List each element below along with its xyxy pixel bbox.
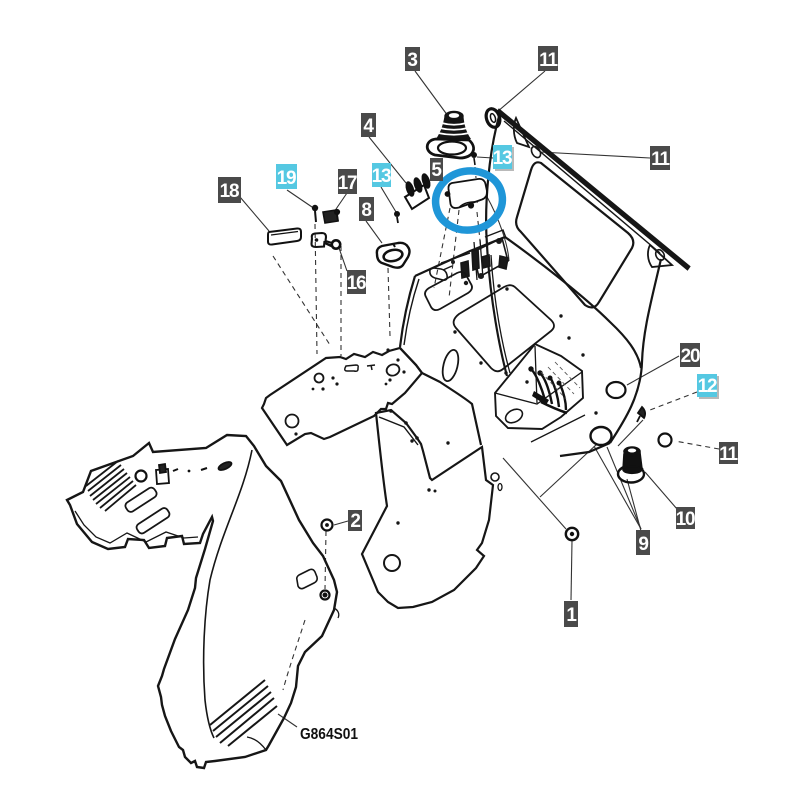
svg-text:10: 10	[676, 509, 695, 530]
svg-text:3: 3	[407, 50, 417, 71]
svg-text:13: 13	[493, 148, 512, 169]
svg-text:19: 19	[277, 168, 296, 189]
svg-text:4: 4	[363, 116, 374, 137]
svg-text:8: 8	[361, 200, 371, 221]
svg-text:9: 9	[638, 534, 648, 555]
svg-text:1: 1	[566, 605, 577, 626]
svg-text:11: 11	[539, 50, 558, 71]
svg-text:17: 17	[338, 173, 357, 194]
svg-text:5: 5	[431, 160, 442, 181]
svg-text:12: 12	[698, 376, 717, 397]
svg-text:13: 13	[372, 166, 391, 187]
svg-text:18: 18	[220, 181, 239, 202]
svg-text:16: 16	[347, 273, 366, 294]
svg-text:11: 11	[651, 149, 670, 170]
svg-text:2: 2	[350, 511, 360, 532]
svg-text:20: 20	[681, 346, 700, 367]
svg-text:G864S01: G864S01	[300, 726, 358, 743]
svg-text:11: 11	[719, 444, 738, 465]
